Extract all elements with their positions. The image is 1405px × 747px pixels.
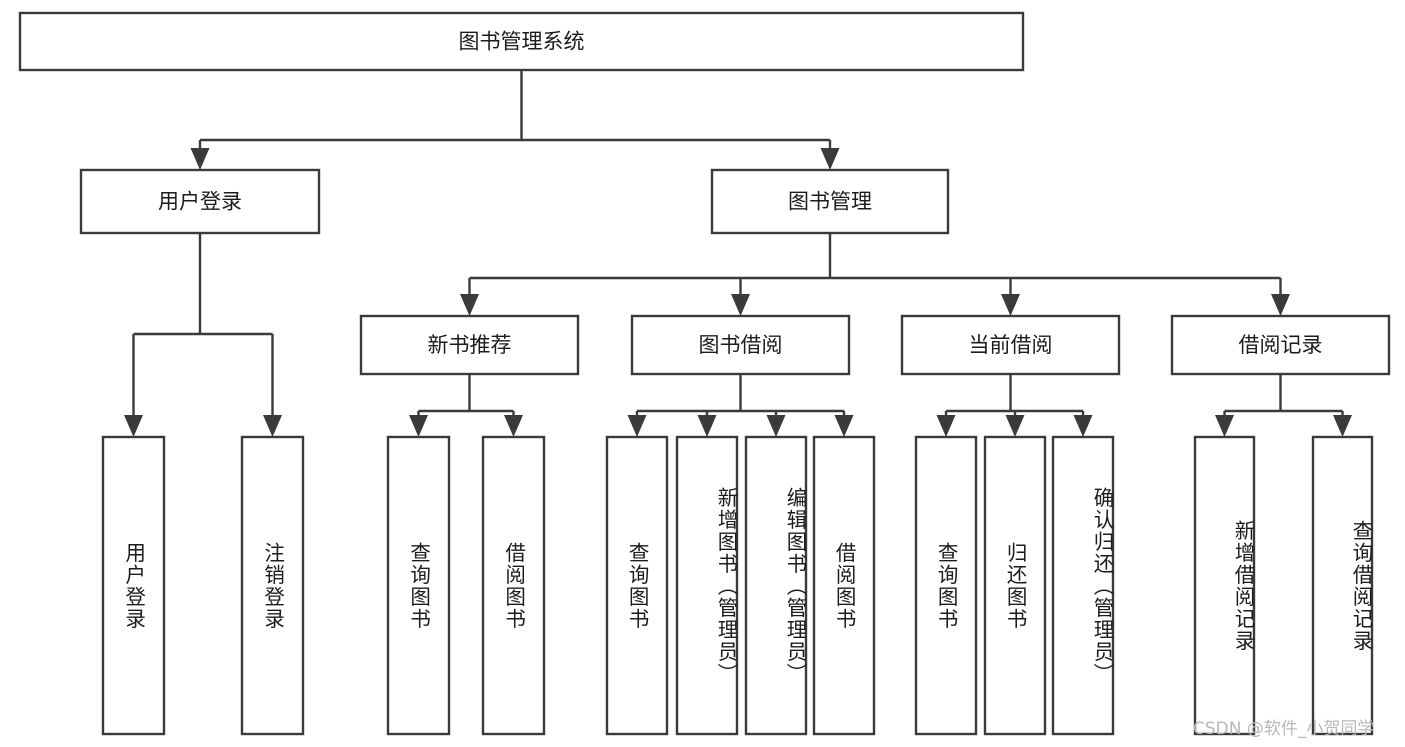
node-leaf-return-book-rect	[983, 435, 1047, 736]
node-book-borrow-rect	[630, 314, 851, 376]
node-leaf-query-book-1-rect	[386, 435, 451, 736]
arrow-book-manage-to-borrow-record	[1271, 294, 1290, 316]
node-borrow-record-label: 借阅记录	[1239, 333, 1323, 357]
node-leaf-add-book-rect	[675, 435, 739, 736]
node-leaf-query-book-2-rect	[605, 435, 669, 736]
arrow-book-borrow-to-leaf-edit-book	[766, 415, 786, 437]
node-leaf-query-book-3[interactable]	[914, 435, 978, 736]
arrow-book-manage-to-current-borrow	[1001, 294, 1020, 316]
node-leaf-add-book[interactable]	[675, 435, 739, 736]
node-leaf-logout[interactable]	[240, 435, 305, 736]
arrow-current-borrow-to-leaf-confirm-return	[1073, 415, 1093, 437]
node-current-borrow-rect	[900, 314, 1121, 376]
connectors-layer	[124, 70, 1352, 437]
node-leaf-query-record-rect	[1311, 435, 1374, 736]
node-book-manage[interactable]: 图书管理	[710, 168, 950, 235]
node-book-manage-rect	[710, 168, 950, 235]
node-current-borrow-label: 当前借阅	[969, 333, 1053, 357]
arrow-borrow-record-to-leaf-add-record	[1215, 415, 1234, 437]
node-leaf-confirm-return[interactable]	[1051, 435, 1115, 736]
arrow-book-manage-to-new-book-recommend	[460, 294, 479, 316]
node-leaf-borrow-book-1-rect	[481, 435, 546, 736]
arrow-current-borrow-to-leaf-return-book	[1005, 415, 1025, 437]
node-new-book-recommend[interactable]: 新书推荐	[359, 314, 580, 376]
node-user-login-rect	[79, 168, 321, 235]
node-leaf-add-record[interactable]	[1193, 435, 1256, 736]
arrow-book-borrow-to-leaf-query-book-2	[627, 415, 647, 437]
arrow-borrow-record-to-leaf-query-record	[1333, 415, 1352, 437]
node-book-borrow-label: 图书借阅	[699, 333, 783, 357]
arrow-book-borrow-to-leaf-borrow-book-2	[834, 415, 854, 437]
node-leaf-borrow-book-2[interactable]	[812, 435, 876, 736]
node-root-rect	[18, 11, 1025, 72]
node-leaf-confirm-return-rect	[1051, 435, 1115, 736]
arrow-user-login-to-leaf-logout	[263, 415, 282, 437]
arrow-new-book-recommend-to-leaf-query-book-1	[409, 415, 428, 437]
node-leaf-user-login-rect	[101, 435, 166, 736]
node-leaf-query-record[interactable]	[1311, 435, 1374, 736]
node-new-book-recommend-rect	[359, 314, 580, 376]
node-leaf-query-book-1[interactable]	[386, 435, 451, 736]
node-leaf-query-book-3-rect	[914, 435, 978, 736]
node-borrow-record-rect	[1170, 314, 1391, 376]
node-leaf-logout-rect	[240, 435, 305, 736]
node-leaf-edit-book-rect	[744, 435, 808, 736]
node-book-manage-label: 图书管理	[788, 190, 872, 214]
node-user-login-label: 用户登录	[158, 190, 242, 214]
arrow-book-manage-to-book-borrow	[731, 294, 750, 316]
node-root-label: 图书管理系统	[459, 30, 585, 54]
node-book-borrow[interactable]: 图书借阅	[630, 314, 851, 376]
node-new-book-recommend-label: 新书推荐	[428, 333, 512, 357]
node-root[interactable]: 图书管理系统	[18, 11, 1025, 72]
node-leaf-user-login[interactable]	[101, 435, 166, 736]
node-leaf-return-book[interactable]	[983, 435, 1047, 736]
watermark: CSDN @软件_小贺同学	[1193, 719, 1375, 739]
node-borrow-record[interactable]: 借阅记录	[1170, 314, 1391, 376]
arrow-root-to-book-manage	[820, 148, 840, 170]
node-leaf-add-record-rect	[1193, 435, 1256, 736]
arrow-current-borrow-to-leaf-query-book-3	[936, 415, 956, 437]
arrow-new-book-recommend-to-leaf-borrow-book-1	[504, 415, 523, 437]
node-user-login[interactable]: 用户登录	[79, 168, 321, 235]
node-leaf-edit-book[interactable]	[744, 435, 808, 736]
node-leaf-query-book-2[interactable]	[605, 435, 669, 736]
arrow-root-to-user-login	[190, 148, 210, 170]
node-leaf-borrow-book-2-rect	[812, 435, 876, 736]
arrow-book-borrow-to-leaf-add-book	[697, 415, 717, 437]
node-leaf-borrow-book-1[interactable]	[481, 435, 546, 736]
arrow-user-login-to-leaf-user-login	[124, 415, 143, 437]
node-current-borrow[interactable]: 当前借阅	[900, 314, 1121, 376]
